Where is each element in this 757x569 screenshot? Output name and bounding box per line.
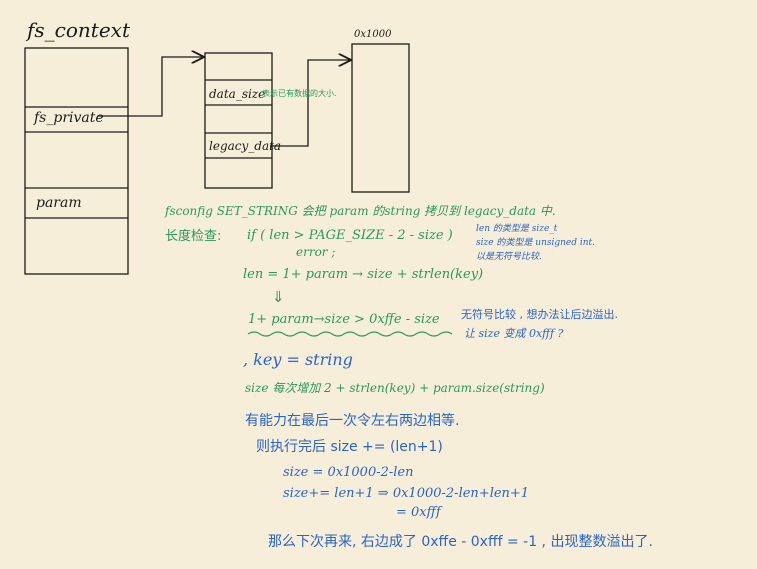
fs-context-title: fs_context bbox=[27, 18, 130, 42]
type-note-1: len 的类型是 size_t bbox=[476, 224, 558, 234]
type-note-2: size 的类型是 unsigned int. bbox=[476, 238, 596, 248]
fs-private-pointer-arrow bbox=[98, 57, 203, 117]
side-note-2: 让 size 变成 0xfff ? bbox=[464, 327, 564, 340]
legacy-data-field-label: legacy_data bbox=[209, 139, 282, 153]
side-note-1: 无符号比较 , 想办法让后边溢出. bbox=[461, 308, 618, 321]
fs-context-box bbox=[24, 47, 129, 275]
implies-down-arrow: ⇓ bbox=[272, 288, 285, 306]
condition-underline bbox=[247, 331, 453, 337]
conclusion-line-1: 有能力在最后一次令左右两边相等. bbox=[245, 413, 460, 429]
conclusion-line-2: 则执行完后 size += (len+1) bbox=[256, 439, 443, 455]
note-line-1: fsconfig SET_STRING 会把 param 的string 拷贝到… bbox=[165, 204, 556, 218]
buffer-box bbox=[351, 43, 410, 193]
data-size-field-label: data_size bbox=[209, 87, 266, 101]
size-increment-note: size 每次增加 2 + strlen(key) + param.size(s… bbox=[245, 381, 545, 395]
final-conclusion: 那么下次再来, 右边成了 0xffe - 0xfff = -1 , 出现整数溢出… bbox=[268, 534, 653, 550]
equation-condition: 1+ param→size > 0xffe - size bbox=[248, 312, 440, 327]
length-check-condition: if ( len > PAGE_SIZE - 2 - size ) bbox=[247, 228, 453, 243]
length-check-error: error ; bbox=[296, 245, 336, 259]
calculation-2: size+= len+1 ⇒ 0x1000-2-len+len+1 bbox=[283, 486, 530, 501]
param-field-label: param bbox=[36, 195, 82, 211]
private-struct-box bbox=[204, 52, 273, 189]
legacy-data-pointer-arrow bbox=[270, 60, 350, 147]
length-check-label: 长度检查: bbox=[165, 229, 222, 244]
data-size-note: 表示已有数据的大小. bbox=[262, 89, 337, 98]
buffer-address-label: 0x1000 bbox=[354, 29, 392, 40]
key-equals-string: , key = string bbox=[243, 350, 353, 369]
equation-len: len = 1+ param → size + strlen(key) bbox=[243, 267, 484, 282]
calculation-3: = 0xfff bbox=[396, 505, 441, 520]
fs-private-field-label: fs_private bbox=[34, 110, 104, 126]
calculation-1: size = 0x1000-2-len bbox=[283, 465, 414, 480]
type-note-3: 以是无符号比较. bbox=[476, 252, 542, 262]
